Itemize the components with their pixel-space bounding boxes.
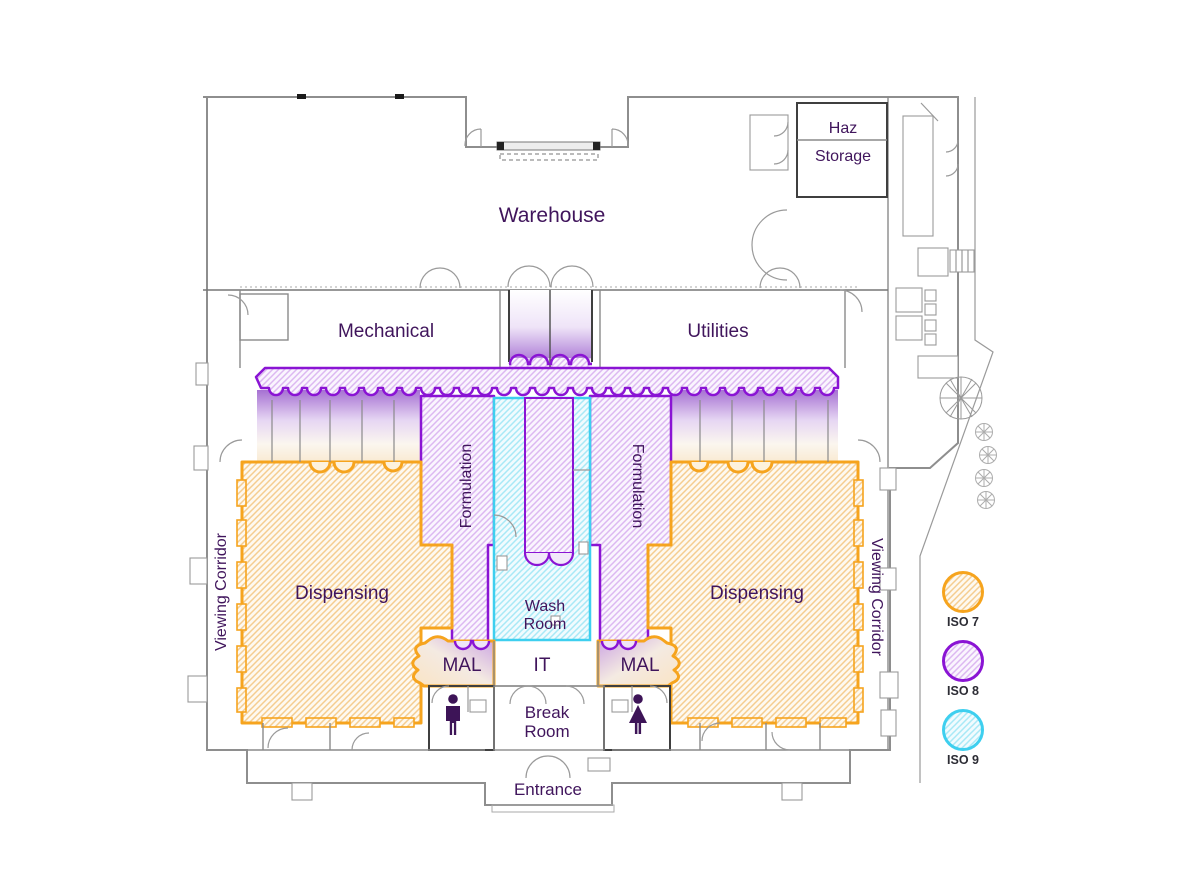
viewing-corridor-left-label: Viewing Corridor xyxy=(213,532,230,651)
dispensing-left-door-scallop2 xyxy=(382,461,404,473)
viewing-corridor-right-label: Viewing Corridor xyxy=(868,538,885,657)
entrance-label: Entrance xyxy=(514,780,582,799)
mal-left-label: MAL xyxy=(442,655,481,676)
wall-tick xyxy=(297,94,306,99)
wash-room-gowning-strip xyxy=(524,397,574,554)
site-boundary-line xyxy=(919,97,994,783)
iso8-corridor-zone xyxy=(254,366,840,397)
wash-room-fixtures xyxy=(493,469,590,626)
dispensing-right-label: Dispensing xyxy=(710,583,804,604)
legend-iso9-swatch xyxy=(942,709,984,751)
stair xyxy=(949,249,975,273)
dispensing-left-door-scallop xyxy=(308,460,356,474)
formulation-mal-door-scallop-left xyxy=(453,639,491,651)
building-envelope xyxy=(187,94,994,806)
lobby-walls xyxy=(219,439,881,751)
anteroom-left xyxy=(257,390,420,462)
utilities-label: Utilities xyxy=(687,321,748,342)
dispensing-window-panels xyxy=(236,479,864,728)
it-room-label: IT xyxy=(534,655,551,676)
legend-iso9-label: ISO 9 xyxy=(947,753,979,767)
dispensing-right-door-scallop xyxy=(726,460,774,474)
break-room-label-line1: Break xyxy=(525,703,570,722)
dispensing-left-label: Dispensing xyxy=(295,583,389,604)
anteroom-right xyxy=(672,390,838,462)
legend-iso8-label: ISO 8 xyxy=(947,684,979,698)
tree-icons xyxy=(975,423,997,509)
airlock-door-scallops xyxy=(508,353,592,366)
mal-right-zone xyxy=(596,635,681,688)
entrance-vestibule xyxy=(491,755,615,813)
mechanical-label: Mechanical xyxy=(338,321,434,342)
mal-left-zone xyxy=(411,635,496,688)
warehouse-label: Warehouse xyxy=(499,204,606,227)
legend: ISO 7 ISO 8 ISO 9 xyxy=(942,571,984,767)
wash-room-label-line1: Wash xyxy=(525,598,565,615)
mal-right-label: MAL xyxy=(620,655,659,676)
mechanical-subroom xyxy=(239,293,289,341)
haz-storage-label-line1: Haz xyxy=(829,120,857,137)
dispensing-left-zone xyxy=(240,460,454,725)
spiral-stair-icon xyxy=(939,376,983,420)
formulation-right-label: Formulation xyxy=(629,444,646,528)
warehouse-doors xyxy=(227,209,863,316)
right-wing-interior xyxy=(895,115,997,509)
anteroom-dividers xyxy=(271,400,829,462)
formulation-left-label: Formulation xyxy=(458,444,475,528)
wall-tick xyxy=(395,94,404,99)
cleanroom-zones xyxy=(236,265,864,728)
dispensing-right-door-scallop2 xyxy=(688,461,710,473)
gowning-door-scallop xyxy=(523,552,575,567)
loading-dock xyxy=(464,128,629,161)
lower-rooms xyxy=(219,439,881,813)
window-bays xyxy=(187,362,899,801)
legend-iso7-label: ISO 7 xyxy=(947,615,979,629)
legend-iso7-swatch xyxy=(942,571,984,613)
haz-storage-room xyxy=(749,102,939,198)
formulation-mal-door-scallop-right xyxy=(600,639,638,651)
wash-room-label-line2: Room xyxy=(524,616,567,633)
male-restroom-icon xyxy=(446,694,460,735)
airlock-doors xyxy=(507,265,594,288)
mens-restroom xyxy=(428,685,495,751)
room-labels: Warehouse Haz Storage Mechanical Utiliti… xyxy=(213,120,885,799)
haz-storage-label-line2: Storage xyxy=(815,148,871,165)
legend-iso8-swatch xyxy=(942,640,984,682)
break-room-label-line2: Room xyxy=(524,722,569,741)
break-room-walls xyxy=(493,685,605,751)
female-restroom-icon xyxy=(629,694,647,734)
